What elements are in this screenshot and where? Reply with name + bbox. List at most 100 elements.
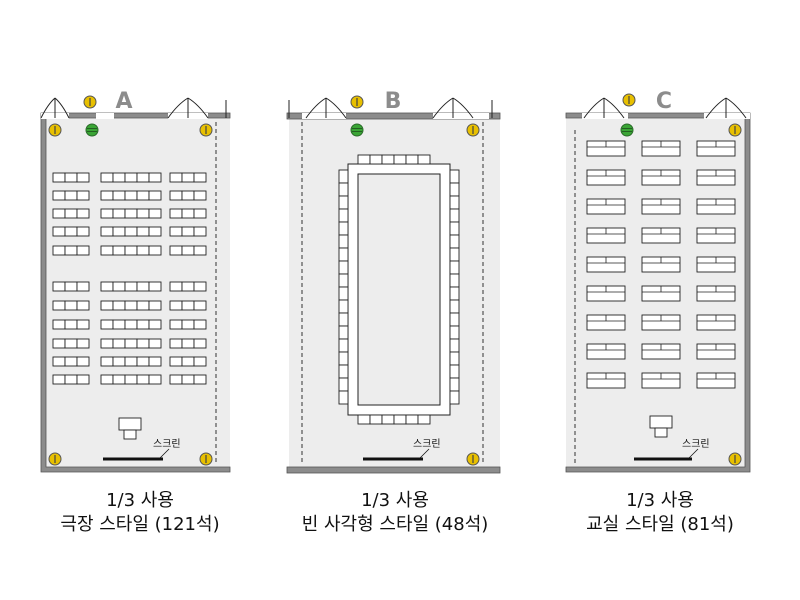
screen-label-leader xyxy=(687,448,699,460)
seat xyxy=(112,338,126,349)
seat xyxy=(338,286,349,301)
seat xyxy=(100,338,114,349)
seat xyxy=(369,414,383,425)
seat xyxy=(112,245,126,256)
seat xyxy=(112,281,126,292)
seat xyxy=(148,356,162,367)
seat xyxy=(338,221,349,236)
caption-room-b: 1/3 사용 빈 사각형 스타일 (48석) xyxy=(275,489,515,537)
seat xyxy=(449,286,460,301)
green-fixture-icon xyxy=(620,123,634,137)
seat xyxy=(193,190,207,201)
seat xyxy=(193,245,207,256)
seat xyxy=(169,356,183,367)
seat xyxy=(338,234,349,249)
seat xyxy=(357,154,371,165)
seat xyxy=(393,154,407,165)
room-floor xyxy=(45,117,230,468)
seat xyxy=(112,208,126,219)
seat xyxy=(136,319,150,330)
seat xyxy=(136,281,150,292)
seat xyxy=(338,312,349,327)
seat xyxy=(193,281,207,292)
seat xyxy=(181,172,195,183)
seat xyxy=(181,226,195,237)
seat xyxy=(338,273,349,288)
caption-room-c-usage: 1/3 사용 xyxy=(626,490,694,511)
seat xyxy=(169,338,183,349)
seat xyxy=(112,226,126,237)
seat xyxy=(181,319,195,330)
seat xyxy=(338,182,349,197)
seat xyxy=(136,300,150,311)
screen-label: 스크린 xyxy=(153,438,181,450)
screen-label: 스크린 xyxy=(413,438,441,450)
seat xyxy=(181,245,195,256)
seat xyxy=(76,281,90,292)
seat xyxy=(76,245,90,256)
seat xyxy=(52,190,66,201)
seat xyxy=(148,338,162,349)
seat xyxy=(112,374,126,385)
seat xyxy=(449,195,460,210)
seat xyxy=(169,319,183,330)
door-icon xyxy=(167,97,209,119)
room-wall-top xyxy=(286,112,501,120)
seat xyxy=(100,208,114,219)
seat xyxy=(449,260,460,275)
seat xyxy=(52,338,66,349)
seat xyxy=(449,351,460,366)
caption-room-a-usage: 1/3 사용 xyxy=(106,490,174,511)
seat xyxy=(449,273,460,288)
seat xyxy=(449,208,460,223)
caption-room-a: 1/3 사용 극장 스타일 (121석) xyxy=(20,489,260,537)
seat xyxy=(417,414,431,425)
seat xyxy=(148,374,162,385)
seat xyxy=(136,172,150,183)
caption-room-a-style: 극장 스타일 (121석) xyxy=(60,514,220,535)
seat xyxy=(449,325,460,340)
seat xyxy=(338,247,349,262)
seat xyxy=(124,172,138,183)
seat xyxy=(181,208,195,219)
seat xyxy=(136,208,150,219)
seat xyxy=(449,390,460,405)
seat xyxy=(381,414,395,425)
seat xyxy=(112,319,126,330)
seat xyxy=(449,338,460,353)
seat xyxy=(148,172,162,183)
seat xyxy=(338,364,349,379)
seat xyxy=(449,234,460,249)
seat xyxy=(100,172,114,183)
seat xyxy=(100,281,114,292)
seat xyxy=(124,374,138,385)
door-gap xyxy=(582,113,628,119)
seat xyxy=(52,300,66,311)
seat xyxy=(124,226,138,237)
seat xyxy=(148,208,162,219)
seat xyxy=(124,338,138,349)
seat xyxy=(64,300,78,311)
seat xyxy=(449,221,460,236)
door-gap xyxy=(704,113,750,119)
seat xyxy=(76,190,90,201)
seat xyxy=(76,356,90,367)
seat xyxy=(124,245,138,256)
door-gap xyxy=(433,113,489,119)
room-letter: C xyxy=(656,89,672,114)
seat xyxy=(405,414,419,425)
seat xyxy=(124,319,138,330)
seat xyxy=(193,356,207,367)
seat xyxy=(100,245,114,256)
seat xyxy=(193,300,207,311)
seat xyxy=(148,226,162,237)
seat xyxy=(449,182,460,197)
seat xyxy=(136,374,150,385)
seat xyxy=(357,414,371,425)
seat xyxy=(169,245,183,256)
seat xyxy=(76,300,90,311)
door-icon xyxy=(432,97,474,119)
seat xyxy=(136,245,150,256)
